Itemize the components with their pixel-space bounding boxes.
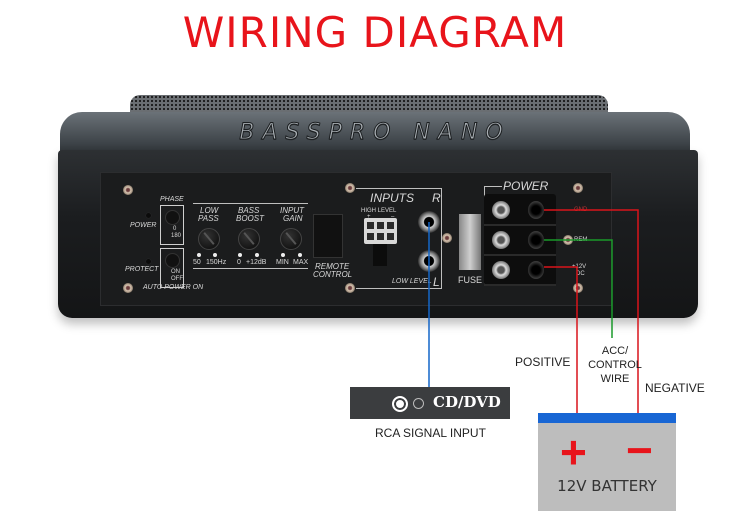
low-pass-knob[interactable]	[198, 228, 220, 250]
remote-control-port[interactable]	[313, 214, 343, 258]
power-led-label: POWER	[130, 222, 157, 229]
brand-logo: BASSPRO NANO	[239, 120, 511, 146]
scale-dot	[197, 253, 201, 257]
divider	[193, 203, 308, 204]
bass-boost-knob[interactable]	[238, 228, 260, 250]
screw-icon	[123, 185, 133, 195]
phase-option-0: 0	[173, 226, 177, 232]
knob-label: LOW	[200, 206, 219, 215]
power-terminal-block	[484, 194, 556, 286]
phase-button[interactable]	[165, 210, 180, 225]
phase-option-180: 180	[171, 233, 182, 239]
knob-min: 50	[193, 259, 201, 266]
phase-label: PHASE	[160, 196, 184, 203]
knob-max: +12dB	[246, 259, 267, 266]
rca-signal-label: RCA SIGNAL INPUT	[375, 426, 486, 440]
page-title: WIRING DIAGRAM	[182, 8, 568, 57]
high-level-label: HIGH LEVEL	[361, 208, 397, 214]
gnd-terminal[interactable]	[484, 196, 556, 226]
rca-jack-icon	[413, 398, 424, 409]
protect-led-label: PROTECT	[125, 266, 159, 273]
positive-label: POSITIVE	[515, 355, 571, 369]
divider	[193, 268, 308, 269]
scale-dot	[213, 253, 217, 257]
rca-jack-icon	[392, 396, 408, 412]
low-level-label: LOW LEVEL	[392, 278, 432, 285]
negative-wire	[544, 209, 639, 414]
auto-power-option-on: ON	[171, 269, 180, 275]
auto-power-switch[interactable]: ON OFF	[160, 248, 184, 288]
divider	[441, 188, 442, 288]
power-led-icon	[146, 213, 151, 218]
acc-label-line3: WIRE	[600, 373, 630, 385]
scale-dot	[238, 253, 242, 257]
battery-label: 12V BATTERY	[557, 477, 657, 495]
cd-dvd-label: CD/DVD	[433, 393, 501, 411]
auto-power-option-off: OFF	[171, 276, 183, 282]
screw-icon	[573, 283, 583, 293]
plus-icon: +	[560, 426, 587, 478]
knob-label: PASS	[198, 214, 219, 223]
remote-label: CONTROL	[313, 270, 353, 279]
screw-icon	[573, 183, 583, 193]
cd-dvd-source: CD/DVD	[350, 387, 510, 419]
divider	[484, 186, 502, 187]
screw-icon	[123, 283, 133, 293]
remote-label: REMOTE	[315, 262, 350, 271]
positive-wire	[544, 266, 578, 414]
auto-power-button[interactable]	[165, 253, 180, 268]
12v-terminal[interactable]	[484, 256, 556, 286]
knob-label: GAIN	[283, 214, 303, 223]
negative-label: NEGATIVE	[645, 381, 705, 395]
knob-label: BASS	[238, 206, 260, 215]
rem-terminal[interactable]	[484, 226, 556, 256]
12v-label: +12V	[572, 264, 587, 270]
knob-max: MAX	[293, 259, 309, 266]
plus-label: +	[367, 214, 371, 220]
knob-max: 150Hz	[206, 259, 227, 266]
scale-dot	[298, 253, 302, 257]
scale-dot	[255, 253, 259, 257]
knob-min: MIN	[276, 259, 289, 266]
battery: + − 12V BATTERY	[538, 413, 676, 511]
power-section-label: POWER	[503, 179, 549, 193]
inputs-label: INPUTS	[370, 191, 415, 205]
minus-icon: −	[626, 424, 653, 476]
knob-label: BOOST	[236, 214, 265, 223]
device-top-cap: BASSPRO NANO	[60, 112, 690, 156]
input-gain-knob[interactable]	[280, 228, 302, 250]
screw-icon	[345, 183, 355, 193]
right-channel-label: R	[432, 191, 441, 205]
divider	[356, 188, 442, 189]
acc-wire	[544, 239, 613, 338]
connector-plug	[373, 244, 387, 266]
minus-label: –	[391, 214, 395, 220]
acc-label-line1: ACC/	[601, 345, 629, 357]
dc-label: DC	[576, 271, 585, 277]
battery-top	[538, 413, 676, 423]
knob-label: INPUT	[280, 206, 304, 215]
scale-dot	[281, 253, 285, 257]
screw-icon	[345, 283, 355, 293]
knob-min: 0	[237, 259, 241, 266]
divider	[356, 288, 442, 289]
protect-led-icon	[146, 259, 151, 264]
screw-icon	[442, 233, 452, 243]
high-level-connector[interactable]	[364, 218, 397, 244]
acc-label-line2: CONTROL	[588, 359, 642, 371]
phase-switch[interactable]: 0 180	[160, 205, 184, 245]
fuse-icon	[459, 214, 481, 270]
left-channel-label: L	[433, 275, 440, 289]
fuse-label: FUSE	[458, 275, 483, 285]
